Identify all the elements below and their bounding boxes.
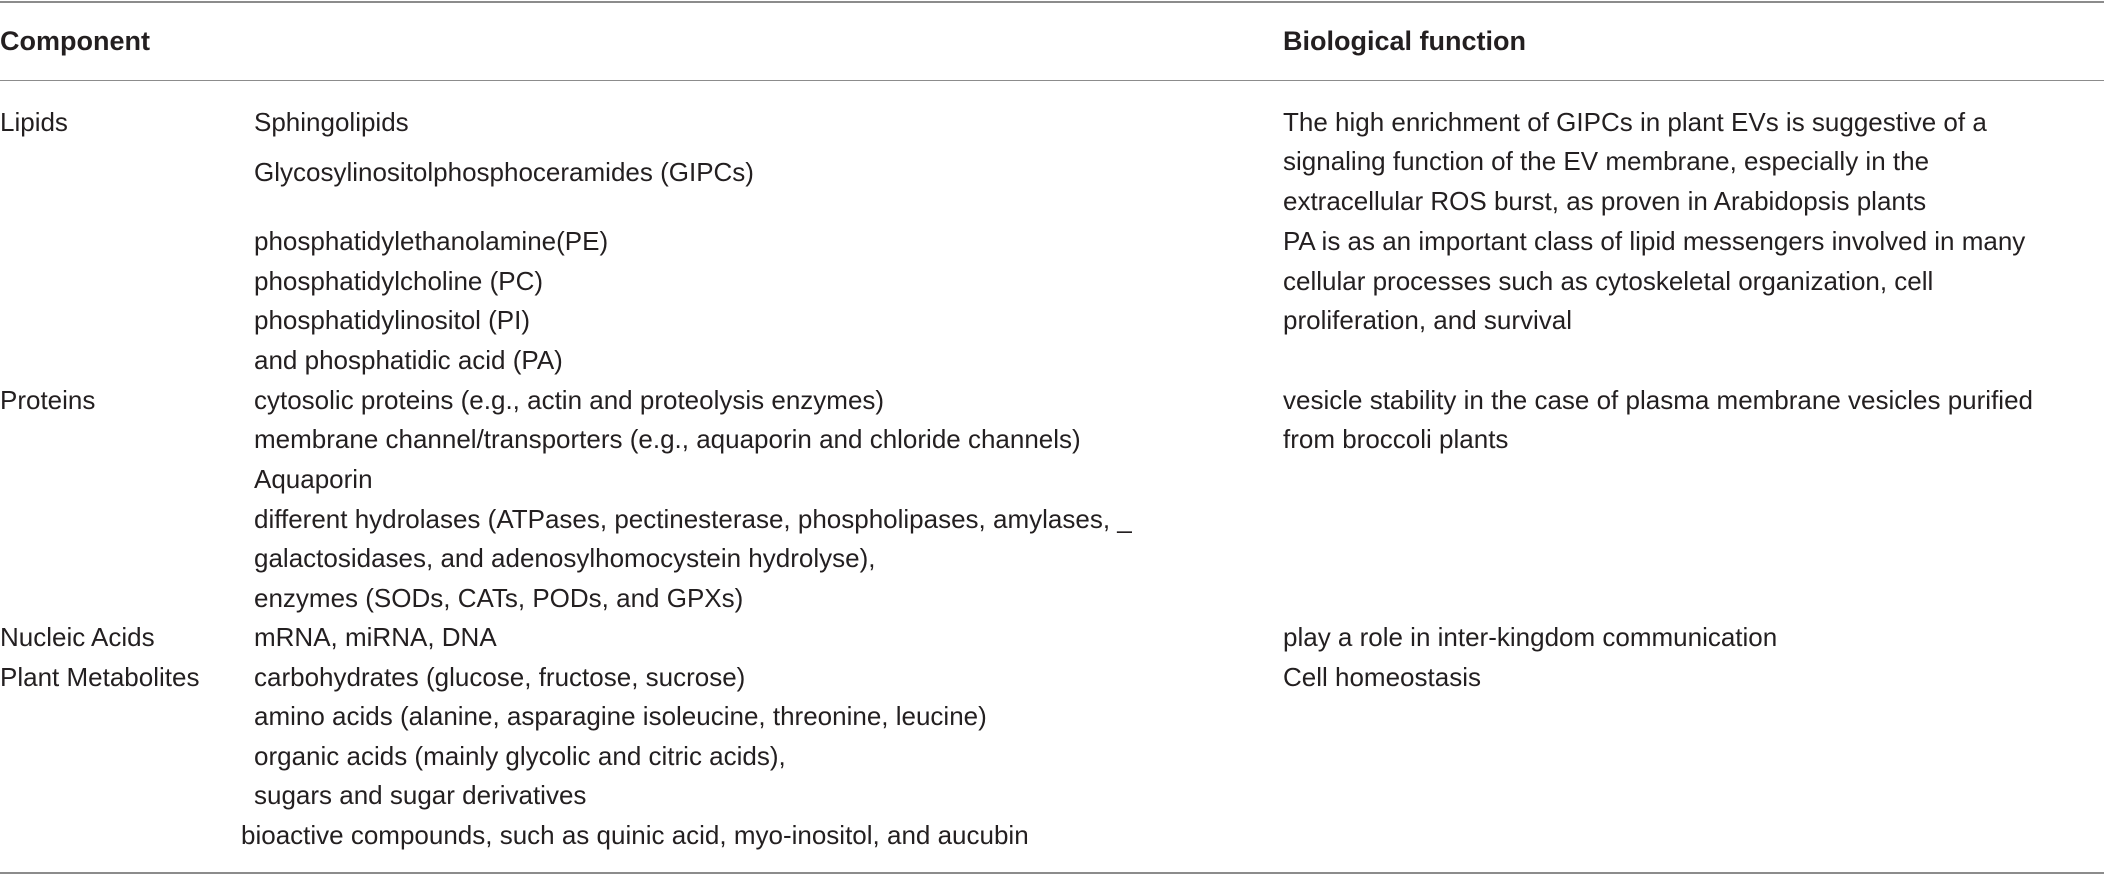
- component-item: carbohydrates (glucose, fructose, sucros…: [254, 662, 746, 692]
- component-item: phosphatidylcholine (PC): [254, 266, 544, 296]
- function-text: play a role in inter-kingdom communicati…: [1283, 622, 1778, 652]
- component-item: galactosidases, and adenosylhomocystein …: [254, 543, 876, 573]
- function-text: extracellular ROS burst, as proven in Ar…: [1283, 186, 1927, 216]
- table-bottom-rule: [0, 872, 2104, 874]
- function-text: proliferation, and survival: [1283, 305, 1573, 335]
- component-item: membrane channel/transporters (e.g., aqu…: [254, 424, 1081, 454]
- function-text: signaling function of the EV membrane, e…: [1283, 146, 1930, 176]
- table-top-rule: [0, 1, 2104, 3]
- component-item: bioactive compounds, such as quinic acid…: [241, 820, 1029, 850]
- component-item: different hydrolases (ATPases, pectinest…: [254, 504, 1132, 534]
- function-text: PA is as an important class of lipid mes…: [1283, 226, 2026, 256]
- component-item: sugars and sugar derivatives: [254, 780, 587, 810]
- component-item: amino acids (alanine, asparagine isoleuc…: [254, 701, 987, 731]
- component-item: Glycosylinositolphosphoceramides (GIPCs): [254, 157, 754, 187]
- function-text: cellular processes such as cytoskeletal …: [1283, 266, 1934, 296]
- component-item: phosphatidylinositol (PI): [254, 305, 531, 335]
- component-item: enzymes (SODs, CATs, PODs, and GPXs): [254, 583, 744, 613]
- component-item: mRNA, miRNA, DNA: [254, 622, 497, 652]
- header-component: Component: [0, 26, 150, 56]
- category-lipids: Lipids: [0, 107, 68, 137]
- function-text: The high enrichment of GIPCs in plant EV…: [1283, 107, 1987, 137]
- component-item: phosphatidylethanolamine(PE): [254, 226, 609, 256]
- header-biological-function: Biological function: [1283, 26, 1526, 56]
- component-item: Sphingolipids: [254, 107, 409, 137]
- table-header-rule: [0, 80, 2104, 81]
- category-plant-metabolites: Plant Metabolites: [0, 662, 200, 692]
- function-text: Cell homeostasis: [1283, 662, 1481, 692]
- component-item: Aquaporin: [254, 464, 373, 494]
- category-proteins: Proteins: [0, 385, 96, 415]
- category-nucleic-acids: Nucleic Acids: [0, 622, 155, 652]
- component-item: and phosphatidic acid (PA): [254, 345, 563, 375]
- function-text: from broccoli plants: [1283, 424, 1509, 454]
- component-item: cytosolic proteins (e.g., actin and prot…: [254, 385, 885, 415]
- function-text: vesicle stability in the case of plasma …: [1283, 385, 2034, 415]
- component-item: organic acids (mainly glycolic and citri…: [254, 741, 786, 771]
